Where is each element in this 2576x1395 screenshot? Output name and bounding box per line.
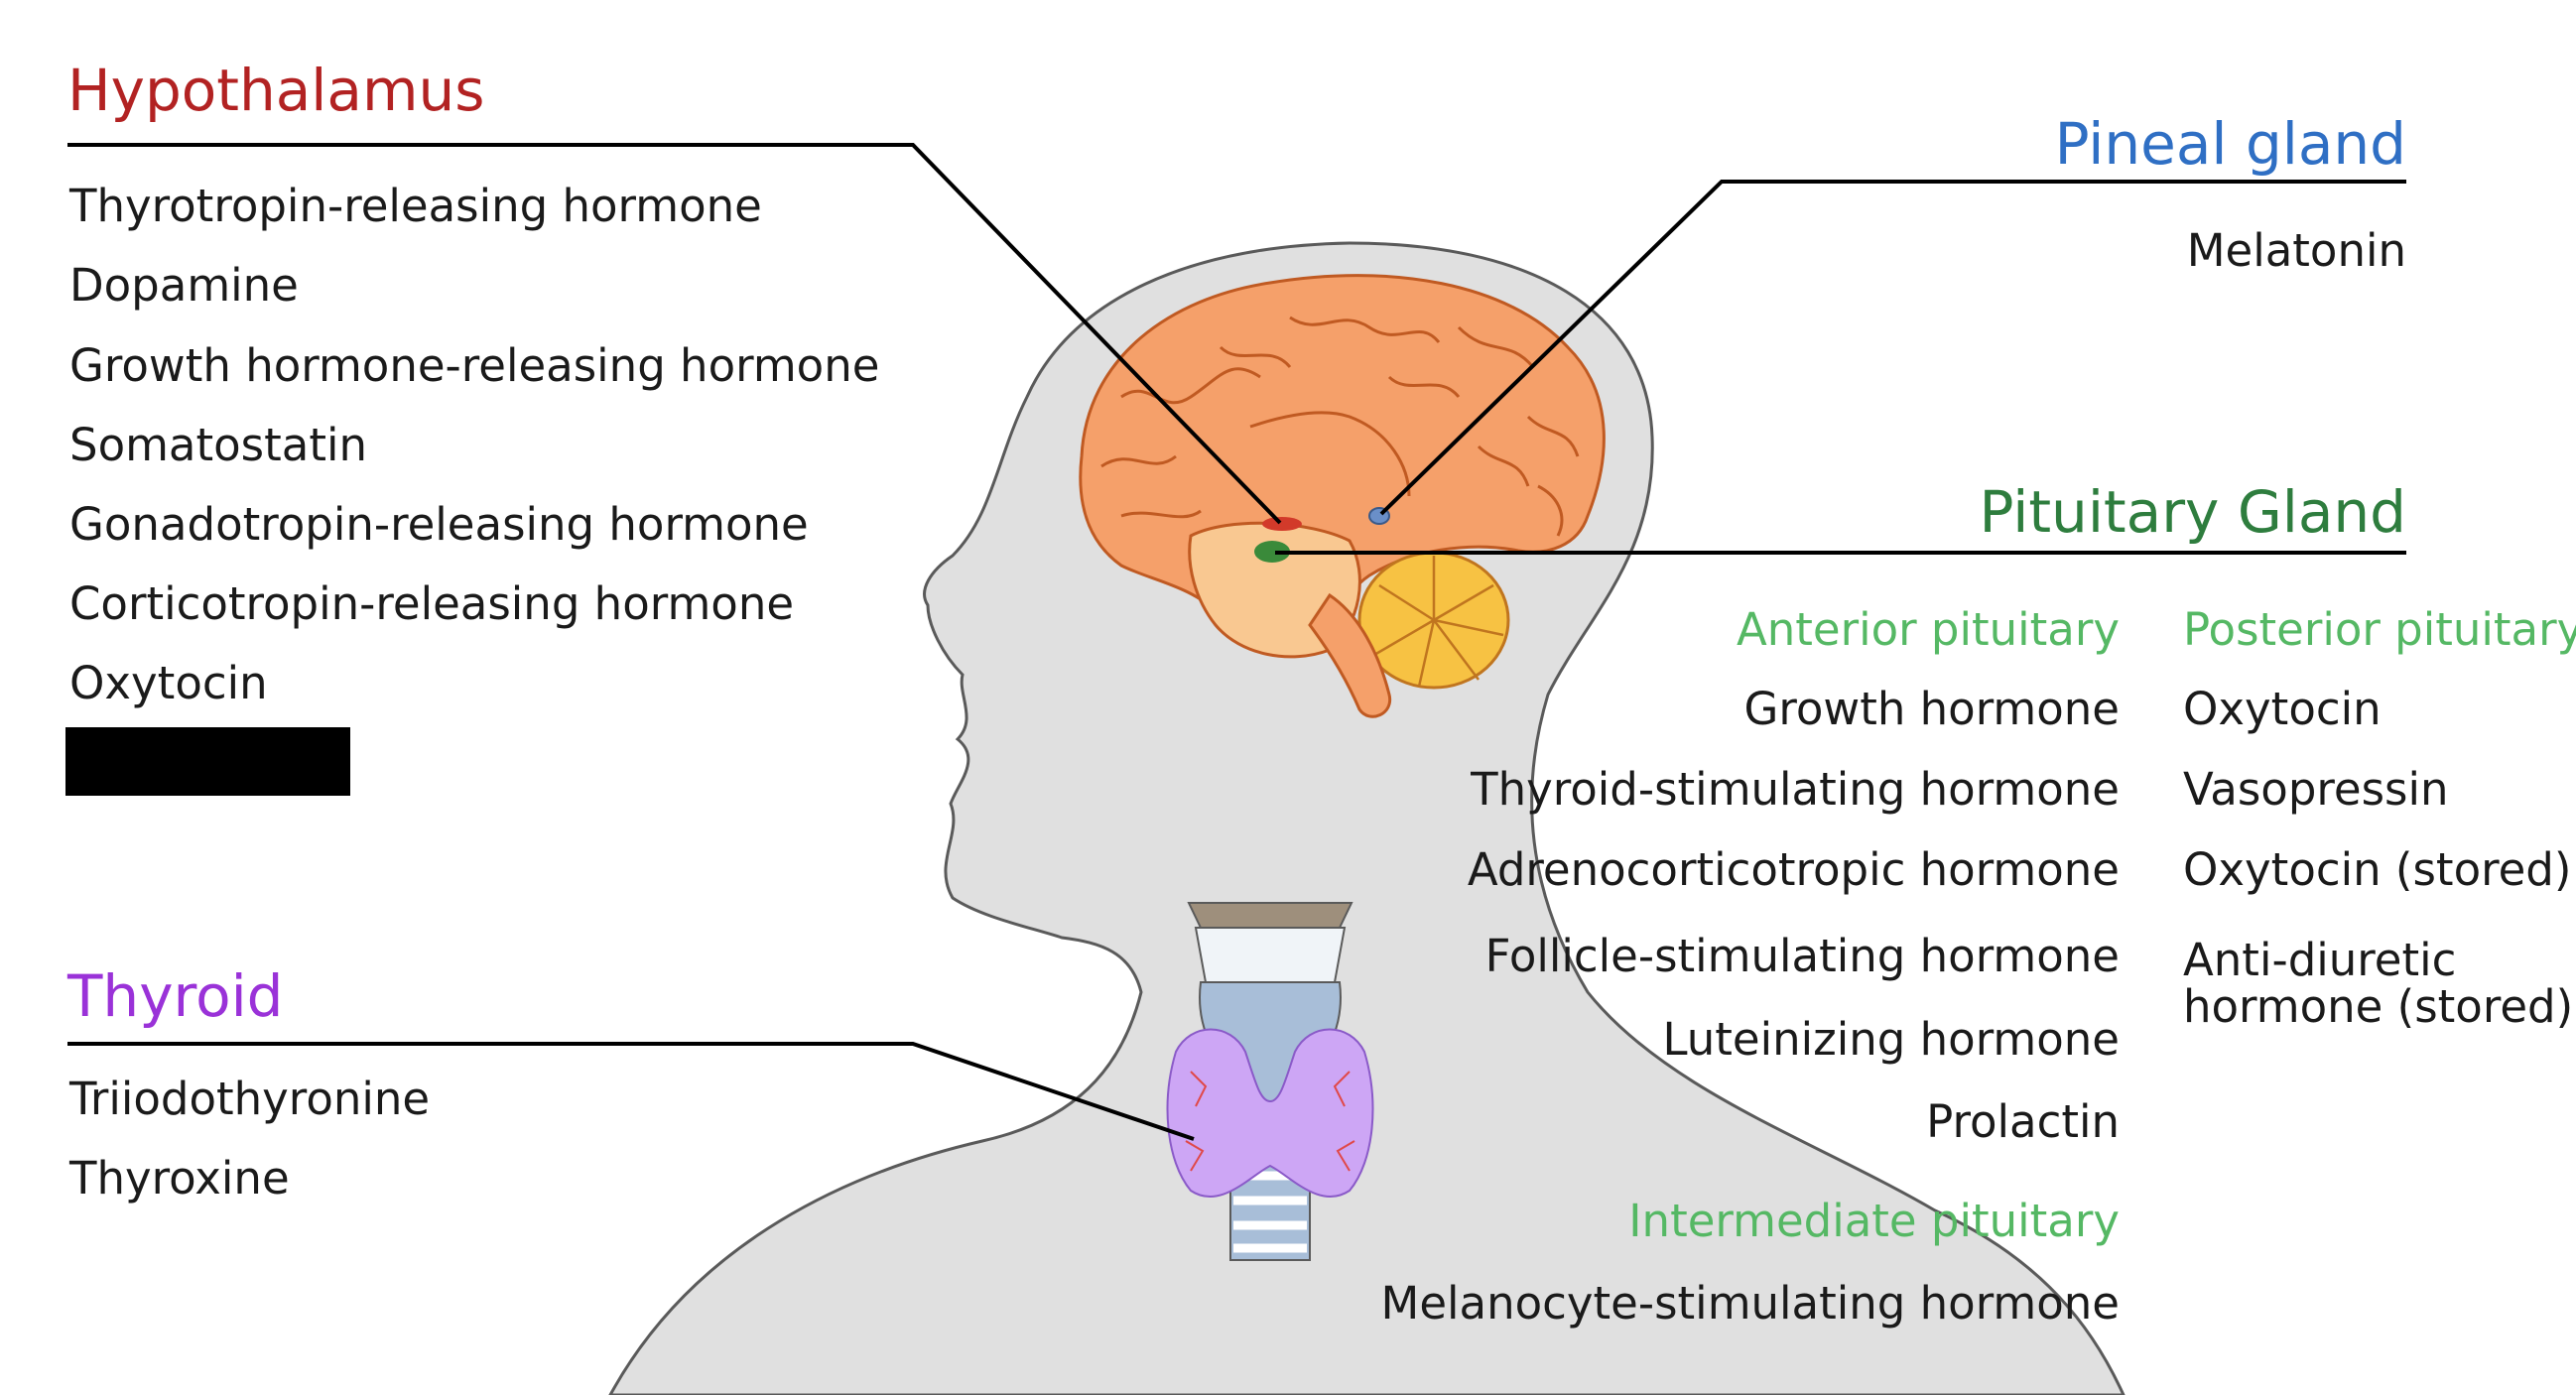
- posterior-pituitary-hormone: Oxytocin: [2183, 683, 2382, 735]
- brainstem: [1308, 592, 1392, 718]
- anterior-pituitary-hormone: Luteinizing hormone: [1662, 1013, 2120, 1066]
- hypothalamus-hormone: Oxytocin: [69, 657, 268, 709]
- hypothalamus-marker: [1262, 517, 1302, 531]
- anterior-pituitary-title: Anterior pituitary: [1736, 603, 2120, 656]
- anterior-pituitary-hormone: Thyroid-stimulating hormone: [1471, 763, 2120, 816]
- thyroid-leader: [67, 1042, 1195, 1141]
- thyroid-hormone: Thyroxine: [69, 1152, 290, 1205]
- larynx: [1194, 927, 1347, 983]
- thyroid-vessels: [1185, 1071, 1355, 1172]
- hypothalamus-title: Hypothalamus: [67, 57, 485, 124]
- pineal-title: Pineal gland: [2054, 110, 2406, 178]
- thyroid-gland: [1166, 1028, 1374, 1198]
- posterior-pituitary-title: Posterior pituitary: [2183, 603, 2576, 656]
- hypothalamus-hormone: Gonadotropin-releasing hormone: [69, 498, 809, 551]
- anterior-pituitary-hormone: Growth hormone: [1743, 683, 2120, 735]
- hypothalamus-leader: [67, 143, 1282, 525]
- intermediate-pituitary-hormone: Melanocyte-stimulating hormone: [1380, 1277, 2120, 1330]
- posterior-pituitary-hormone: Vasopressin: [2183, 763, 2449, 816]
- intermediate-pituitary-title: Intermediate pituitary: [1628, 1195, 2120, 1247]
- pineal-hormone: Melatonin: [2186, 224, 2406, 277]
- head-silhouette: [608, 241, 2125, 1395]
- thyroid-hormone: Triiodothyronine: [69, 1073, 431, 1125]
- anterior-pituitary-hormone: Prolactin: [1926, 1095, 2120, 1148]
- posterior-pituitary-hormone: hormone (stored): [2183, 980, 2574, 1033]
- leader-lines: [67, 143, 2406, 1141]
- posterior-pituitary-hormone: Oxytocin (stored): [2183, 843, 2572, 896]
- pituitary-marker: [1254, 541, 1290, 563]
- hypothalamus-hormone: Somatostatin: [69, 419, 368, 471]
- thyroid-title: Thyroid: [67, 962, 284, 1030]
- redaction-box: [65, 727, 350, 796]
- pineal-leader: [1379, 180, 2406, 516]
- anterior-pituitary-hormone: Adrenocorticotropic hormone: [1467, 843, 2120, 896]
- anterior-pituitary-hormone: Follicle-stimulating hormone: [1484, 930, 2120, 982]
- hypothalamus-hormone: Thyrotropin-releasing hormone: [69, 180, 762, 232]
- pituitary-title: Pituitary Gland: [1979, 478, 2407, 546]
- cerebellum-folds: [1373, 556, 1504, 688]
- posterior-pituitary-hormone: Anti-diuretic: [2183, 934, 2457, 986]
- hypothalamus-hormone: Corticotropin-releasing hormone: [69, 577, 795, 630]
- brain-gyri: [1100, 316, 1580, 537]
- hypothalamus-hormone: Growth hormone-releasing hormone: [69, 339, 880, 392]
- hypothalamus-hormone: Dopamine: [69, 259, 299, 312]
- larynx-top: [1187, 902, 1353, 929]
